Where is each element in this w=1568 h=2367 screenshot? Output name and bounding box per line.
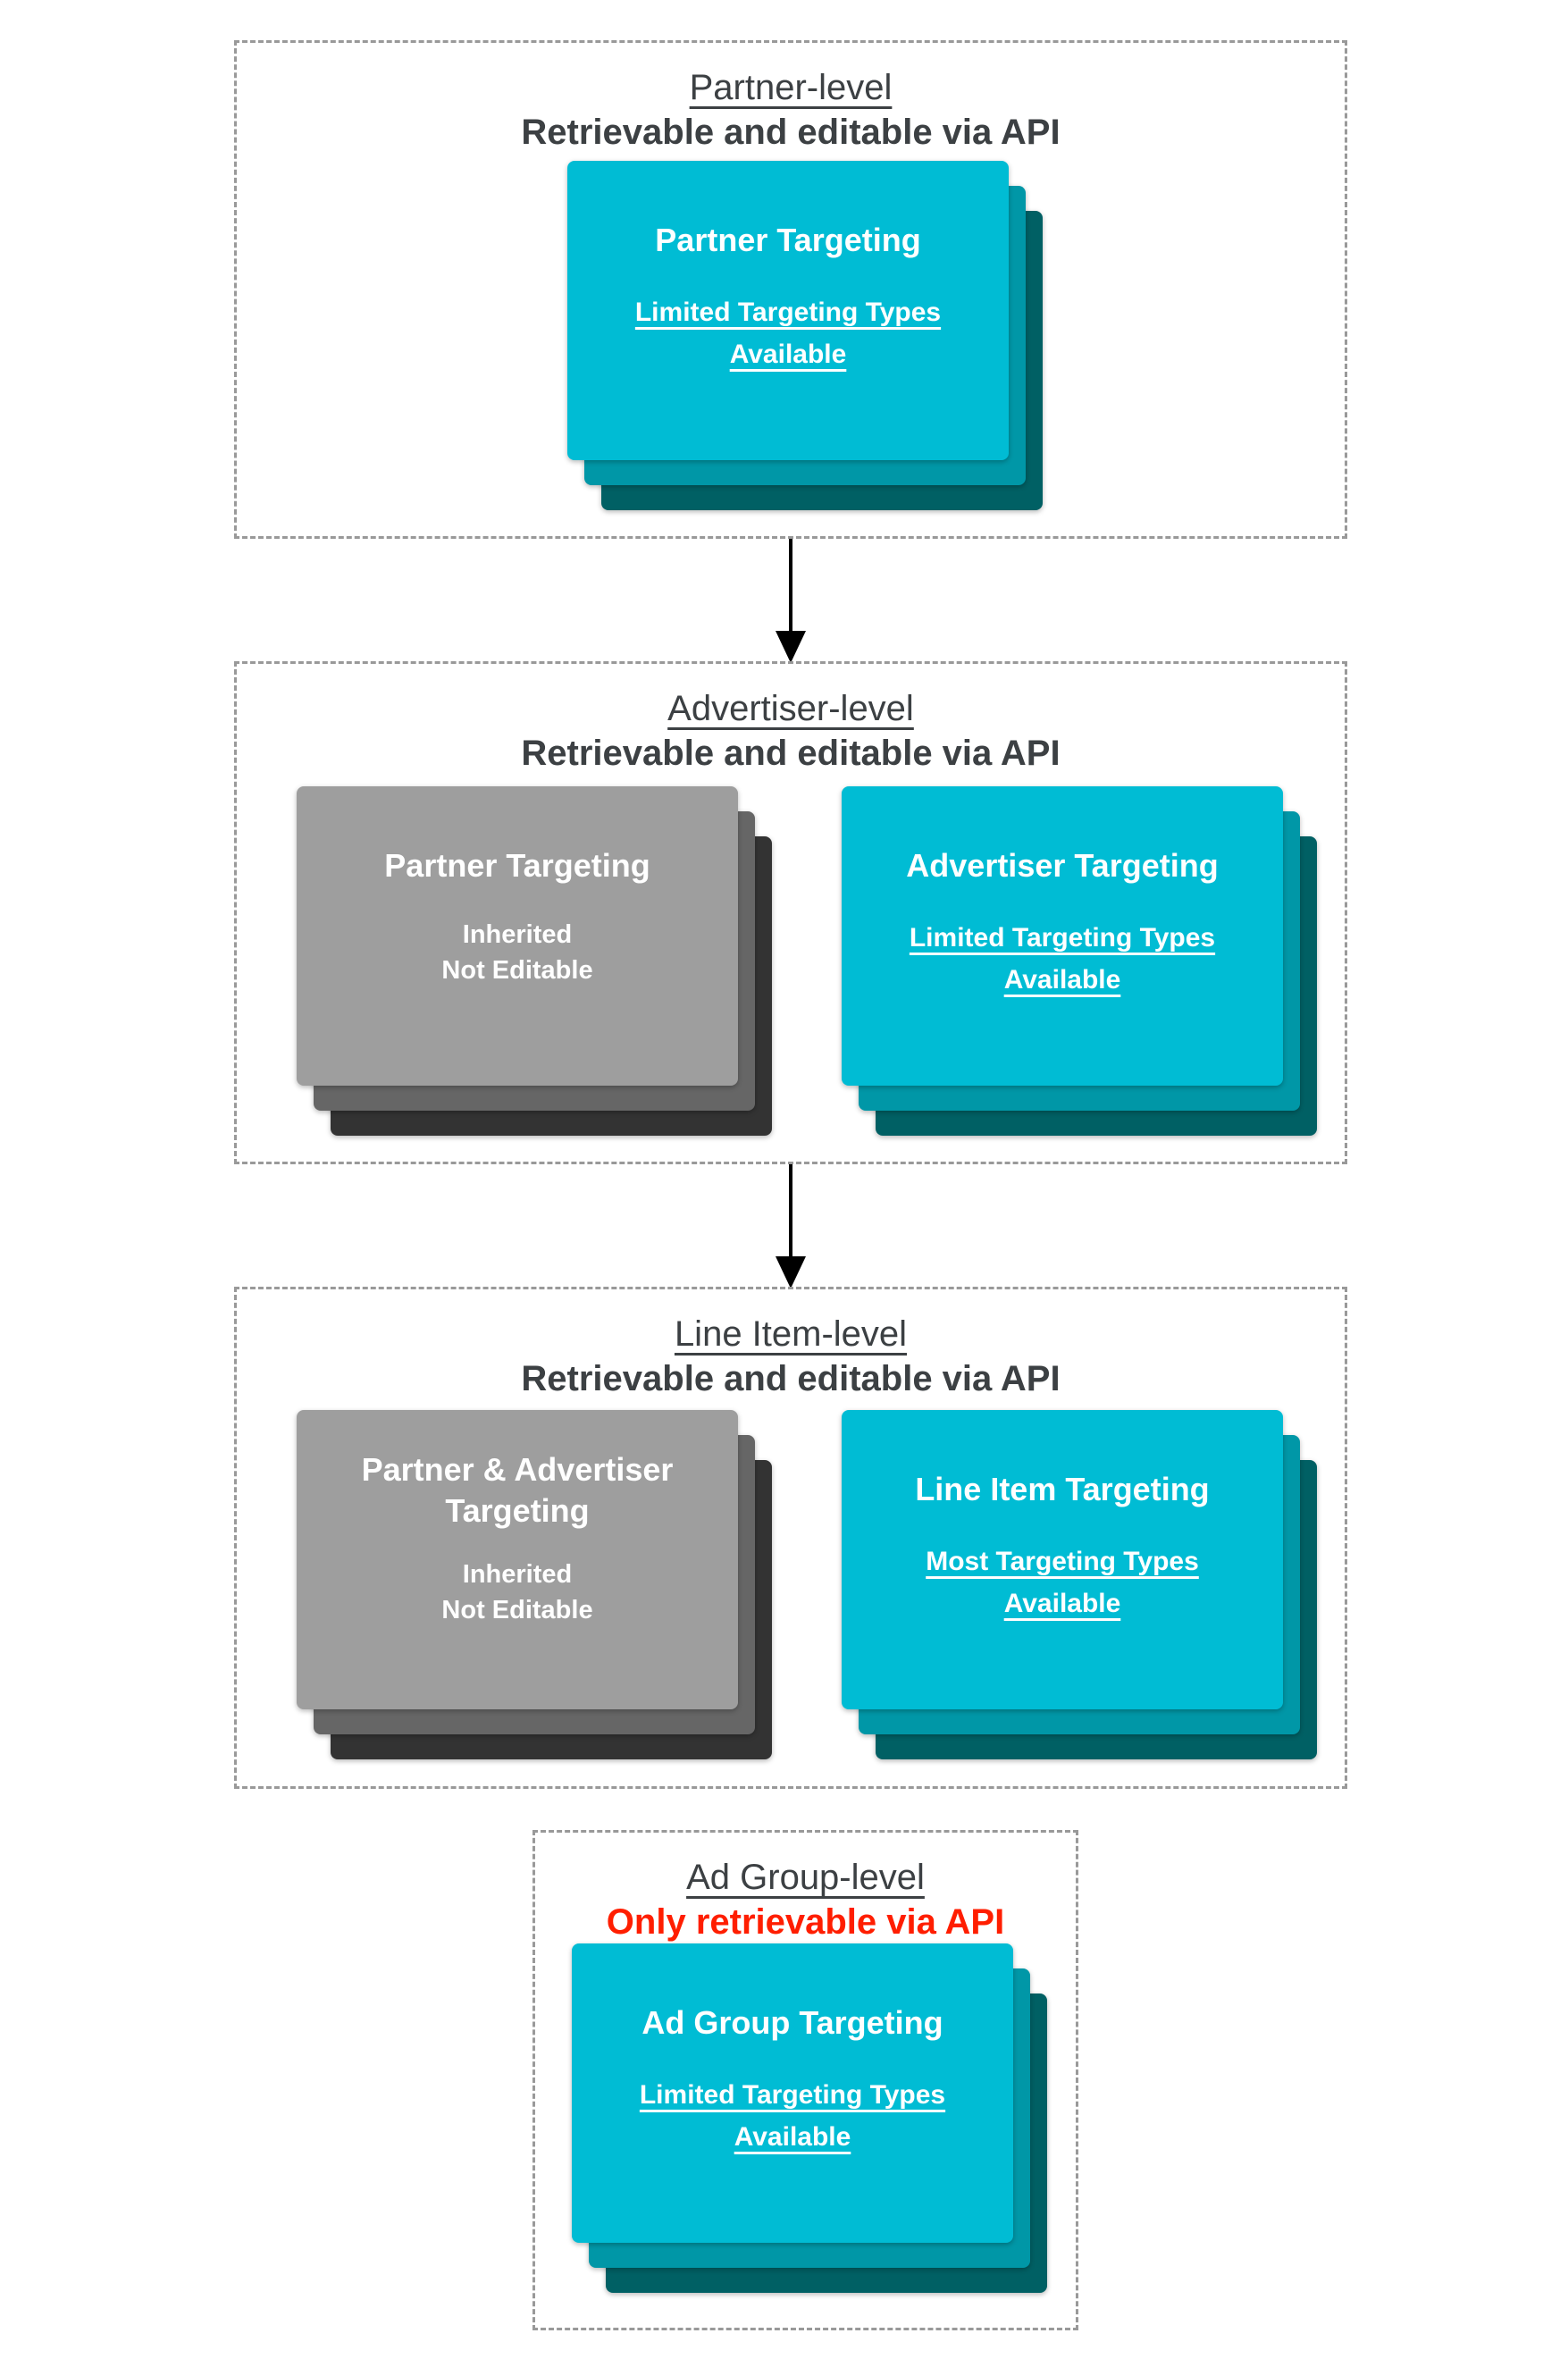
card-title: Partner Targeting (655, 222, 921, 258)
section-subtitle: Retrievable and editable via API (521, 734, 1061, 773)
section-partner-level: Partner-level Retrievable and editable v… (234, 40, 1347, 539)
advertiser-targeting-card-stack: Advertiser Targeting Limited Targeting T… (842, 786, 1317, 1136)
section-title: Partner-level (689, 68, 893, 107)
card-body-line: Limited Targeting Types (909, 923, 1216, 953)
card-body: Limited Targeting Types Available (589, 291, 987, 375)
arrow-down-icon (776, 631, 806, 663)
card-body-line: Not Editable (441, 956, 593, 985)
card-body-line: Available (1003, 965, 1121, 995)
card-title: Partner & Advertiser Targeting (361, 1451, 674, 1529)
section-title: Advertiser-level (667, 689, 914, 728)
card-body-line: Available (729, 340, 847, 369)
card-body: Inherited Not Editable (318, 1557, 717, 1628)
card-body-line: Limited Targeting Types (634, 298, 942, 327)
flow-arrow-line-2 (789, 1164, 792, 1257)
card-body-line: Not Editable (441, 1596, 593, 1624)
inherited-partner-targeting-card-stack: Partner Targeting Inherited Not Editable (297, 786, 772, 1136)
card-body: Limited Targeting Types Available (593, 2074, 992, 2158)
section-advertiser-level: Advertiser-level Retrievable and editabl… (234, 661, 1347, 1164)
section-subtitle: Retrievable and editable via API (521, 1359, 1061, 1398)
card-body: Inherited Not Editable (318, 917, 717, 988)
flow-arrow-line-1 (789, 539, 792, 632)
card-title: Advertiser Targeting (906, 847, 1219, 884)
ad-group-targeting-card-stack: Ad Group Targeting Limited Targeting Typ… (572, 1943, 1047, 2293)
card-face: Partner Targeting Inherited Not Editable (297, 786, 738, 1086)
card-body-line: Most Targeting Types (926, 1547, 1199, 1576)
section-ad-group-level: Ad Group-level Only retrievable via API (532, 1830, 1078, 2330)
card-body-line: Available (1003, 1589, 1121, 1618)
section-line-item-level: Line Item-level Retrievable and editable… (234, 1287, 1347, 1789)
section-title: Line Item-level (674, 1314, 908, 1354)
card-face: Partner & Advertiser Targeting Inherited… (297, 1410, 738, 1709)
card-body-line: Inherited (462, 920, 573, 949)
arrow-down-icon (776, 1256, 806, 1288)
section-subtitle: Only retrievable via API (606, 1902, 1005, 1942)
card-body-line: Inherited (462, 1560, 573, 1589)
card-body-line: Limited Targeting Types (639, 2080, 946, 2110)
card-body-line: Available (734, 2122, 851, 2152)
card-face: Partner Targeting Limited Targeting Type… (567, 161, 1009, 460)
card-face: Advertiser Targeting Limited Targeting T… (842, 786, 1283, 1086)
inherited-partner-advertiser-targeting-card-stack: Partner & Advertiser Targeting Inherited… (297, 1410, 772, 1759)
card-body: Limited Targeting Types Available (863, 917, 1262, 1001)
section-title: Ad Group-level (686, 1858, 925, 1897)
card-face: Ad Group Targeting Limited Targeting Typ… (572, 1943, 1013, 2243)
card-title: Partner Targeting (384, 847, 650, 884)
card-title: Ad Group Targeting (641, 2004, 943, 2041)
card-title: Line Item Targeting (915, 1471, 1210, 1507)
partner-targeting-card-stack: Partner Targeting Limited Targeting Type… (567, 161, 1043, 510)
card-body: Most Targeting Types Available (863, 1540, 1262, 1624)
line-item-targeting-card-stack: Line Item Targeting Most Targeting Types… (842, 1410, 1317, 1759)
card-face: Line Item Targeting Most Targeting Types… (842, 1410, 1283, 1709)
section-subtitle: Retrievable and editable via API (521, 113, 1061, 152)
